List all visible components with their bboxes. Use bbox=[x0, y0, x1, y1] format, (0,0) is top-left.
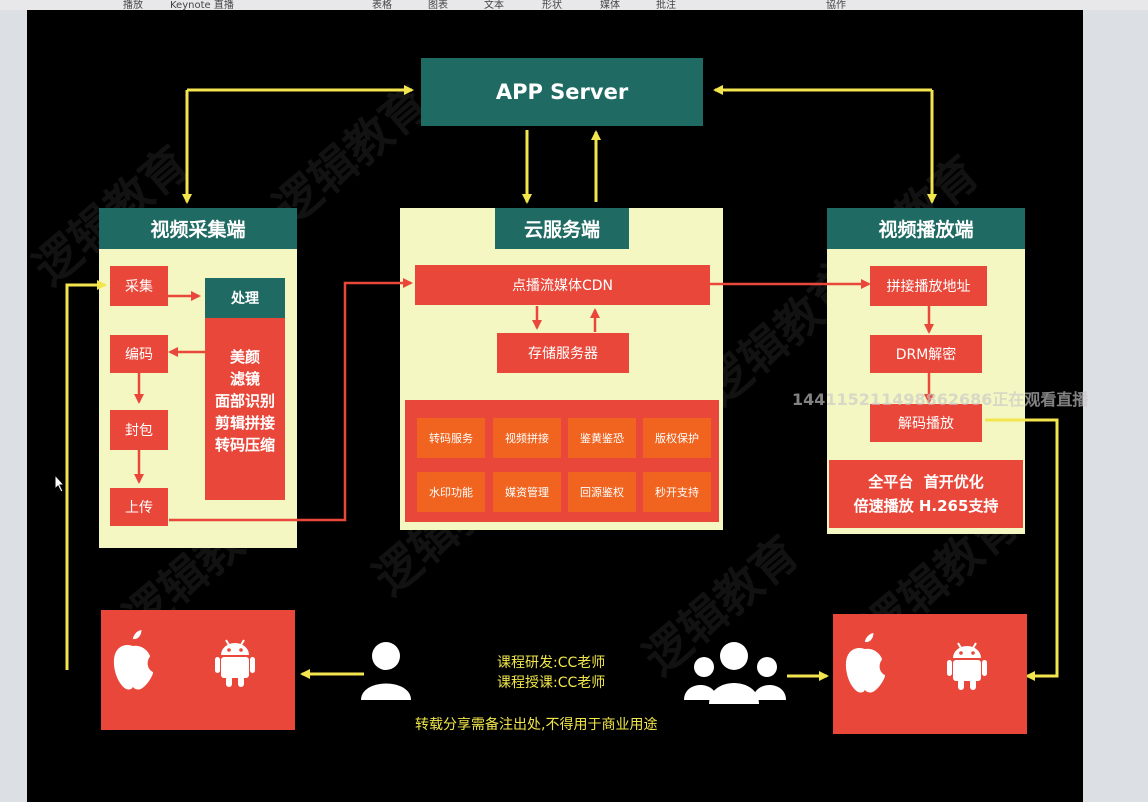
service-item[interactable]: 回源鉴权 bbox=[568, 472, 636, 512]
service-item[interactable]: 秒开支持 bbox=[643, 472, 711, 512]
player-features: 全平台 首开优化 倍速播放 H.265支持 bbox=[829, 460, 1023, 528]
step-pack[interactable]: 封包 bbox=[110, 410, 168, 450]
process-item: 美颜 bbox=[229, 348, 260, 366]
arrow-upload-to-cdn bbox=[169, 278, 413, 522]
user-icon bbox=[361, 642, 411, 700]
step-collect[interactable]: 采集 bbox=[110, 266, 168, 306]
step-build-url[interactable]: 拼接播放地址 bbox=[870, 266, 987, 306]
menu-item[interactable]: 協作 bbox=[826, 0, 846, 11]
arrow-devices-to-capture bbox=[65, 280, 107, 670]
capture-title: 视频采集端 bbox=[99, 208, 297, 249]
connector-lines bbox=[65, 85, 1059, 681]
right-margin bbox=[1083, 10, 1148, 802]
player-title: 视频播放端 bbox=[827, 208, 1025, 249]
menu-item[interactable]: 批注 bbox=[656, 0, 676, 11]
note-course-dev: 课程研发:CC老师 bbox=[497, 655, 606, 671]
mouse-cursor-icon bbox=[54, 474, 66, 493]
menu-item[interactable]: 播放 bbox=[123, 0, 143, 11]
service-item[interactable]: 转码服务 bbox=[417, 418, 485, 458]
service-item[interactable]: 视频拼接 bbox=[493, 418, 561, 458]
cloud-title: 云服务端 bbox=[495, 208, 629, 249]
step-drm-decrypt[interactable]: DRM解密 bbox=[870, 335, 982, 373]
left-margin bbox=[0, 10, 27, 802]
top-menu-bar: 播放 Keynote 直播 表格 图表 文本 形状 媒体 批注 協作 bbox=[0, 0, 1148, 11]
menu-item[interactable]: Keynote 直播 bbox=[170, 0, 234, 11]
arrow-player-to-devices bbox=[985, 418, 1059, 681]
menu-item[interactable]: 文本 bbox=[484, 0, 504, 11]
device-icons bbox=[113, 630, 988, 704]
process-item: 滤镜 bbox=[229, 370, 260, 388]
menu-item[interactable]: 形状 bbox=[542, 0, 562, 11]
process-title: 处理 bbox=[205, 278, 285, 318]
menu-item[interactable]: 媒体 bbox=[600, 0, 620, 11]
step-upload[interactable]: 上传 bbox=[110, 488, 168, 526]
live-viewer-overlay: 144115211498862686正在观看直播 bbox=[792, 390, 1089, 409]
users-icon bbox=[684, 642, 786, 704]
menu-item[interactable]: 表格 bbox=[372, 0, 392, 11]
process-item: 面部识别 bbox=[214, 392, 275, 410]
app-server-box[interactable]: APP Server bbox=[421, 58, 703, 126]
android-icon bbox=[214, 639, 256, 688]
process-list: 美颜 滤镜 面部识别 剪辑拼接 转码压缩 bbox=[205, 346, 285, 456]
note-course-teacher: 课程授课:CC老师 bbox=[497, 675, 606, 691]
storage-box[interactable]: 存储服务器 bbox=[497, 333, 629, 373]
cdn-box[interactable]: 点播流媒体CDN bbox=[415, 265, 710, 305]
menu-item[interactable]: 图表 bbox=[428, 0, 448, 11]
android-icon bbox=[946, 642, 988, 691]
slide-canvas: 逻辑教育 逻辑教育 逻辑教育 逻辑教育 逻辑教育 逻辑教育 逻辑教育 逻辑教育 bbox=[27, 10, 1083, 802]
features-line-2: 倍速播放 H.265支持 bbox=[853, 497, 999, 515]
apple-icon bbox=[113, 630, 154, 690]
features-line-1: 全平台 首开优化 bbox=[868, 473, 984, 491]
process-item: 转码压缩 bbox=[214, 436, 275, 454]
step-encode[interactable]: 编码 bbox=[110, 335, 168, 373]
note-copyright: 转载分享需备注出处,不得用于商业用途 bbox=[415, 717, 658, 733]
step-decode-play[interactable]: 解码播放 bbox=[870, 404, 982, 442]
service-item[interactable]: 水印功能 bbox=[417, 472, 485, 512]
apple-icon bbox=[845, 633, 886, 693]
service-item[interactable]: 版权保护 bbox=[643, 418, 711, 458]
service-item[interactable]: 鉴黄鉴恐 bbox=[568, 418, 636, 458]
process-item: 剪辑拼接 bbox=[214, 414, 275, 432]
service-item[interactable]: 媒资管理 bbox=[493, 472, 561, 512]
